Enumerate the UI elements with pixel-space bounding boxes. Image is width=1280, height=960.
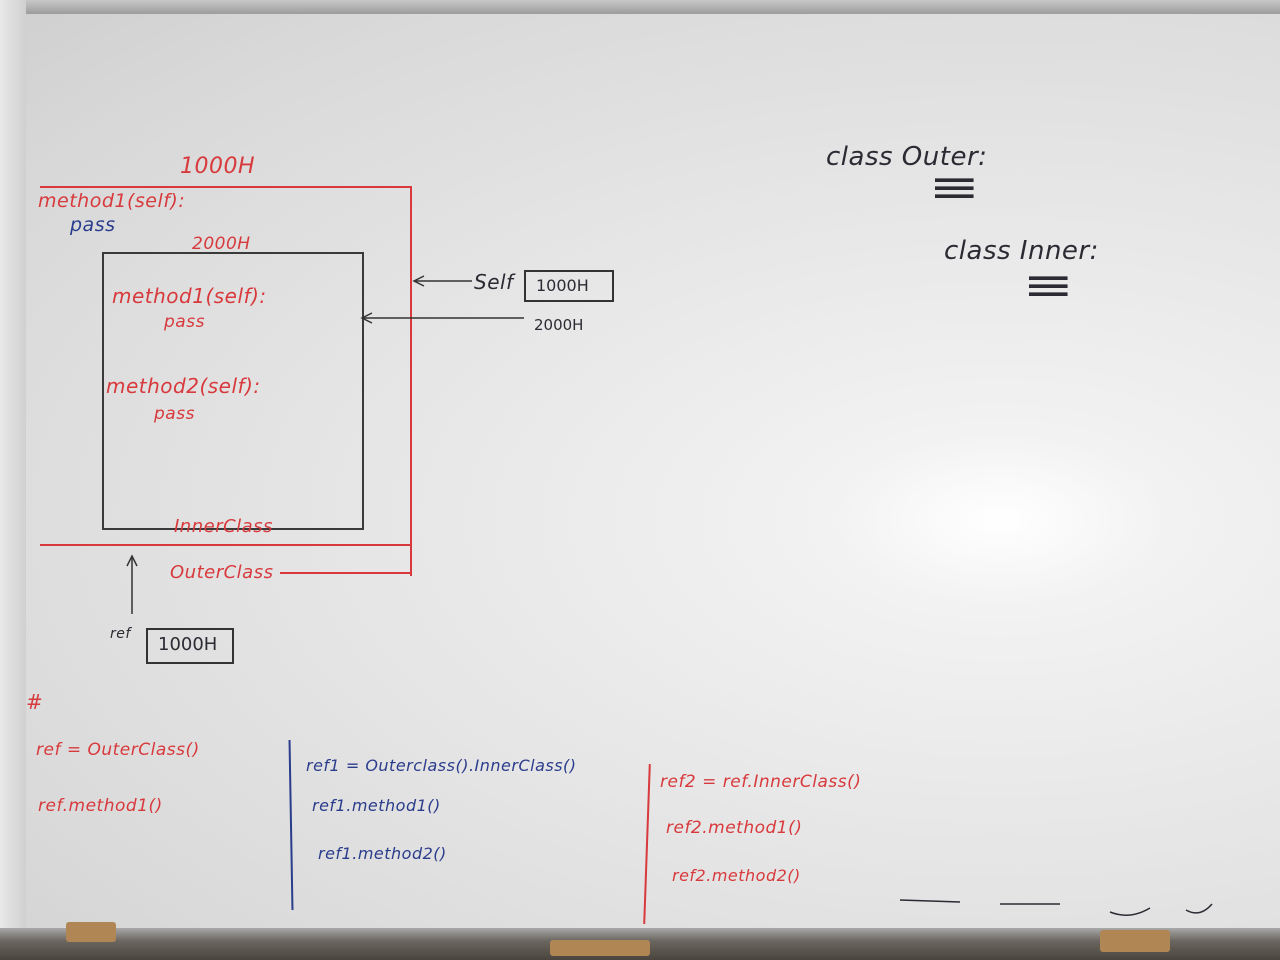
inner-address: 2000H (192, 234, 251, 254)
inner-class-box (102, 252, 364, 530)
outer-class-box (40, 186, 412, 576)
inner-method1-signature: method1(self): (112, 284, 267, 308)
class-outer-heading: class Outer: (826, 142, 988, 172)
code3-line2: ref2.method1() (666, 818, 803, 838)
self-label: Self (474, 270, 514, 294)
code2-line2: ref1.method1() (312, 796, 441, 815)
inner-method1-pass: pass (164, 312, 205, 332)
self-arrow-head (412, 275, 425, 287)
class-outer-body: ≡ (928, 162, 981, 213)
outer-class-box-foot (280, 572, 412, 574)
code1-line1: ref = OuterClass() (36, 740, 200, 760)
code3-line1: ref2 = ref.InnerClass() (660, 772, 862, 792)
board-frame-top (0, 0, 1280, 14)
ref-arrow-head (126, 554, 138, 567)
inner-method2-pass: pass (154, 404, 195, 424)
outer-class-label: OuterClass (170, 562, 274, 583)
outer-method-pass: pass (70, 214, 116, 236)
code2-line3: ref1.method2() (318, 844, 447, 863)
code1-line2: ref.method1() (38, 796, 163, 816)
inner-ref-address: 2000H (534, 316, 584, 334)
outer-address: 1000H (180, 154, 256, 179)
self-value-box (524, 270, 614, 302)
code2-line1: ref1 = Outerclass().InnerClass() (306, 756, 577, 775)
inner-method2-signature: method2(self): (106, 374, 261, 398)
class-inner-body: ≡ (1022, 260, 1075, 311)
wall-clip-left (66, 922, 116, 942)
hash-marker: # (26, 690, 43, 714)
inner-class-label: InnerClass (174, 516, 273, 537)
wall-clip-middle (550, 940, 650, 956)
board-frame-left (0, 0, 26, 940)
inner-arrow-head (360, 312, 373, 324)
ref-value: 1000H (158, 634, 218, 655)
outer-method-signature: method1(self): (38, 190, 186, 212)
ref-value-box (146, 628, 234, 664)
wall-clip-right (1100, 930, 1170, 952)
ref-label: ref (110, 626, 131, 642)
code3-line3: ref2.method2() (672, 866, 801, 885)
class-inner-heading: class Inner: (944, 236, 1099, 266)
self-value: 1000H (536, 276, 589, 295)
outer-class-box-bottom (40, 544, 410, 546)
